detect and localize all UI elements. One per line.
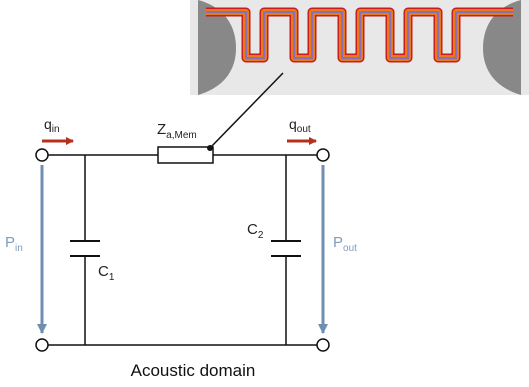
corrugated-membrane-icon xyxy=(190,0,529,95)
capacitor-c1 xyxy=(70,240,100,257)
circuit-wires xyxy=(48,154,317,346)
q-in-label: qin xyxy=(44,116,60,135)
capacitor-c2 xyxy=(271,240,301,257)
terminal-top-left xyxy=(35,148,49,162)
pointer-line xyxy=(209,72,284,149)
terminal-bottom-left xyxy=(35,338,49,352)
diagram-caption: Acoustic domain xyxy=(131,361,256,380)
c1-label: C1 xyxy=(98,263,115,283)
terminal-bottom-right xyxy=(316,338,330,352)
terminal-top-right xyxy=(316,148,330,162)
z-mem-label: Za,Mem xyxy=(157,121,197,141)
p-in-label: Pin xyxy=(5,234,23,254)
c2-label: C2 xyxy=(247,221,264,241)
impedance-z-mem xyxy=(157,146,214,164)
p-out-label: Pout xyxy=(333,234,357,254)
impedance-pointer-dot xyxy=(207,145,213,151)
q-out-label: qout xyxy=(289,116,311,135)
